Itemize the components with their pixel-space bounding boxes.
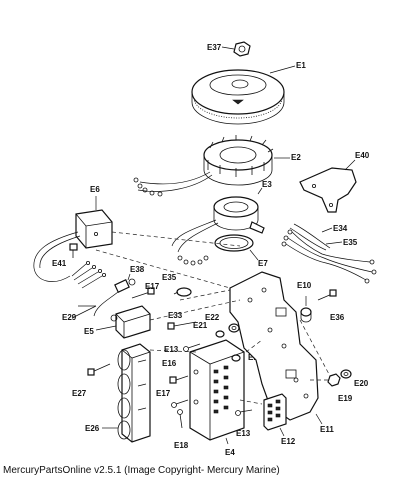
label-e41[interactable]: E41 bbox=[52, 259, 67, 268]
coil-wires bbox=[71, 260, 107, 289]
stator-e2[interactable] bbox=[203, 135, 274, 186]
stator-wire-terminals bbox=[133, 177, 163, 197]
coil-pack-e6[interactable] bbox=[75, 209, 113, 249]
label-e29[interactable]: E29 bbox=[62, 313, 77, 322]
label-e37[interactable]: E37 bbox=[207, 43, 222, 52]
label-e11[interactable]: E11 bbox=[320, 425, 334, 434]
label-e5[interactable]: E5 bbox=[84, 327, 94, 336]
image-copyright-caption: MercuryPartsOnline v2.5.1 (Image Copyrig… bbox=[3, 465, 280, 476]
screw-e16[interactable] bbox=[169, 375, 189, 384]
nut-e37[interactable] bbox=[233, 41, 251, 57]
label-e16[interactable]: E16 bbox=[162, 359, 177, 368]
label-e26[interactable]: E26 bbox=[85, 424, 100, 433]
ring-e7[interactable] bbox=[214, 234, 254, 252]
module-e5[interactable] bbox=[110, 305, 151, 339]
terminal-block-e12[interactable] bbox=[263, 393, 287, 431]
bushing-e22[interactable] bbox=[228, 323, 240, 333]
label-e35-harness[interactable]: E35 bbox=[343, 238, 358, 247]
trigger-e3[interactable] bbox=[213, 196, 265, 234]
label-e18[interactable]: E18 bbox=[174, 441, 189, 450]
screw-e41[interactable] bbox=[69, 243, 78, 258]
screw-e17-lower[interactable] bbox=[171, 399, 189, 408]
label-e1[interactable]: E1 bbox=[296, 61, 306, 70]
label-e3[interactable]: E3 bbox=[262, 180, 272, 189]
label-e13-lower[interactable]: E13 bbox=[236, 429, 251, 438]
washer-e20[interactable] bbox=[340, 369, 352, 379]
screw-e36[interactable] bbox=[317, 289, 337, 301]
label-e22[interactable]: E22 bbox=[205, 313, 220, 322]
clip-e35[interactable] bbox=[173, 287, 192, 297]
sensor-e38[interactable] bbox=[114, 278, 136, 293]
switch-box-e4[interactable] bbox=[189, 339, 245, 441]
label-e38[interactable]: E38 bbox=[130, 265, 145, 274]
nut-e19[interactable] bbox=[327, 373, 341, 387]
label-e4[interactable]: E4 bbox=[225, 448, 235, 457]
trigger-wire-terminals bbox=[177, 255, 209, 266]
label-e27[interactable]: E27 bbox=[72, 389, 87, 398]
label-e19[interactable]: E19 bbox=[338, 394, 353, 403]
screw-e33[interactable] bbox=[167, 321, 197, 330]
spacer-e10[interactable] bbox=[300, 307, 312, 323]
label-e33[interactable]: E33 bbox=[168, 311, 183, 320]
screw-e18[interactable] bbox=[177, 409, 183, 429]
wire-harness-e34[interactable] bbox=[281, 223, 377, 284]
label-e6[interactable]: E6 bbox=[90, 185, 100, 194]
switch-box-terminals bbox=[213, 365, 229, 414]
label-e12[interactable]: E12 bbox=[281, 437, 296, 446]
mounting-bracket-e11[interactable] bbox=[229, 271, 319, 421]
label-e10[interactable]: E10 bbox=[297, 281, 312, 290]
flywheel-e1[interactable] bbox=[191, 69, 285, 125]
label-e7[interactable]: E7 bbox=[258, 259, 268, 268]
label-e20[interactable]: E20 bbox=[354, 379, 369, 388]
cover-plate-e40[interactable] bbox=[299, 167, 357, 213]
screw-e17-upper[interactable] bbox=[131, 287, 155, 299]
ignition-coils-e26[interactable] bbox=[117, 343, 151, 443]
parts-exploded-diagram: E37 E1 E2 E40 bbox=[33, 41, 377, 457]
label-e34[interactable]: E34 bbox=[333, 224, 348, 233]
label-e40[interactable]: E40 bbox=[355, 151, 370, 160]
assembly-guide-lines bbox=[95, 231, 331, 405]
screw-e13-lower[interactable] bbox=[235, 409, 253, 416]
bushing-e21[interactable] bbox=[215, 330, 225, 338]
label-e2[interactable]: E2 bbox=[291, 153, 301, 162]
bushing-e14[interactable] bbox=[231, 354, 241, 362]
label-e21[interactable]: E21 bbox=[193, 321, 208, 330]
label-e17-upper[interactable]: E17 bbox=[145, 282, 160, 291]
screw-e27[interactable] bbox=[87, 363, 111, 376]
label-e35-clip[interactable]: E35 bbox=[162, 273, 177, 282]
label-e36[interactable]: E36 bbox=[330, 313, 345, 322]
label-e13-upper[interactable]: E13 bbox=[164, 345, 179, 354]
label-e17-lower[interactable]: E17 bbox=[156, 389, 171, 398]
